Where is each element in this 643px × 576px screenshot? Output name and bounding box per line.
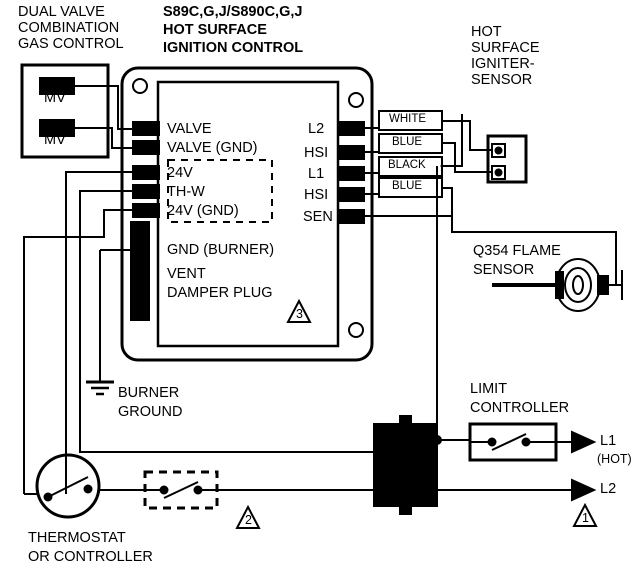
gnd-burner-connector — [130, 221, 150, 321]
thermostat-label-2: OR CONTROLLER — [28, 549, 153, 565]
mv-label-bottom: MV — [44, 132, 66, 148]
ignition-control-outer — [120, 66, 374, 362]
title-center-line1: S89C,G,J/S890C,G,J — [163, 4, 303, 20]
thermostat-pivot-left — [43, 492, 53, 502]
sensor-run-right — [451, 216, 617, 268]
terminal-tab-sen — [337, 209, 365, 224]
terminal-tab-hsi-bottom — [337, 187, 365, 202]
flame-sensor-label-2: SENSOR — [473, 262, 535, 278]
terminal-tab-24v — [132, 165, 160, 180]
callout-label-1: 1 — [582, 511, 589, 525]
mounting-hole-top-right — [348, 92, 364, 108]
l2-arrow — [571, 478, 597, 502]
junction-black-top — [440, 164, 444, 168]
wire-white-to-igniter — [442, 120, 492, 151]
terminal-tab-hsi-top — [337, 145, 365, 160]
wire-label-blue-2: BLUE — [392, 180, 423, 192]
thermostat-symbol — [35, 453, 101, 519]
wire-black-run — [442, 121, 463, 167]
terminal-tab-l2 — [337, 121, 365, 136]
terminal-tab-24v-gnd — [132, 203, 160, 218]
mv-label-top: MV — [44, 90, 66, 106]
callout-triangle-2 — [235, 504, 261, 529]
burner-ground-label-2: GROUND — [118, 404, 183, 420]
flame-sensor-lead — [608, 268, 617, 286]
gas-control-box — [20, 63, 110, 159]
terminal-label-sen: SEN — [303, 209, 333, 225]
wire-label-blue-1: BLUE — [392, 136, 423, 148]
terminal-label-thw: TH-W — [167, 184, 205, 200]
thermostat-pivot-right — [83, 484, 93, 494]
mounting-hole-bottom-right — [348, 322, 364, 338]
callout-triangle-1 — [572, 502, 598, 527]
title-center-line3: IGNITION CONTROL — [163, 40, 304, 56]
terminal-tab-valve — [132, 121, 160, 136]
thermostat-label-1: THERMOSTAT — [28, 530, 126, 546]
transformer-symbol — [373, 415, 438, 515]
burner-ground-label-1: BURNER — [118, 385, 180, 401]
terminal-label-l1: L1 — [308, 166, 325, 182]
label-damper-plug: DAMPER PLUG — [167, 285, 273, 301]
power-label-l1-sub: (HOT) — [597, 452, 632, 466]
callout-label-2: 2 — [245, 513, 252, 527]
wire-label-black: BLACK — [388, 159, 426, 171]
wire-blue1-to-igniter — [442, 142, 492, 173]
mounting-hole-bottom-left — [133, 365, 147, 379]
terminal-tab-valve-gnd — [132, 140, 160, 155]
title-left: DUAL VALVE COMBINATION GAS CONTROL — [18, 4, 124, 52]
wire-24vgnd-out — [23, 209, 133, 494]
terminal-tab-thw — [132, 184, 160, 199]
wire-blue2-run — [442, 187, 453, 216]
power-label-l1: L1 — [600, 433, 617, 449]
igniter-sensor-block — [486, 134, 528, 184]
limit-controller-label-1: LIMIT — [470, 381, 508, 397]
dashed-terminal-group — [167, 159, 273, 223]
wire-thw-out — [79, 190, 133, 453]
terminal-label-valve: VALVE — [167, 121, 212, 137]
title-center-line2: HOT SURFACE — [163, 22, 267, 38]
wire-label-white: WHITE — [389, 113, 427, 125]
title-right: HOT SURFACE IGNITER- SENSOR — [471, 24, 540, 88]
thermostat-contact-arm — [47, 476, 89, 498]
valve-wire-bottom — [108, 127, 136, 149]
aux-switch-arm — [163, 481, 199, 499]
valve-wire-top — [108, 85, 136, 130]
label-vent: VENT — [167, 266, 206, 282]
terminal-label-hsi-bottom: HSI — [304, 187, 329, 203]
igniter-dot-bottom — [494, 168, 503, 177]
flame-sensor-symbol — [492, 258, 623, 312]
label-gnd-burner: GND (BURNER) — [167, 242, 275, 258]
power-label-l2: L2 — [600, 481, 617, 497]
callout-label-3: 3 — [296, 307, 303, 321]
terminal-label-hsi-top: HSI — [304, 145, 329, 161]
flame-sensor-label-1: Q354 FLAME — [473, 243, 561, 259]
wire-24v-out — [65, 171, 133, 494]
terminal-label-l2: L2 — [308, 121, 325, 137]
igniter-dot-top — [494, 146, 503, 155]
mounting-hole-top-left — [132, 78, 148, 94]
l1-arrow — [571, 430, 597, 454]
terminal-label-24v: 24V — [167, 165, 193, 181]
limit-switch-arm — [491, 433, 527, 451]
callout-triangle-3 — [286, 298, 312, 323]
terminal-tab-l1 — [337, 166, 365, 181]
limit-controller-label-2: CONTROLLER — [470, 400, 570, 416]
terminal-label-valve-gnd: VALVE (GND) — [167, 140, 258, 156]
terminal-label-24v-gnd: 24V (GND) — [167, 203, 239, 219]
